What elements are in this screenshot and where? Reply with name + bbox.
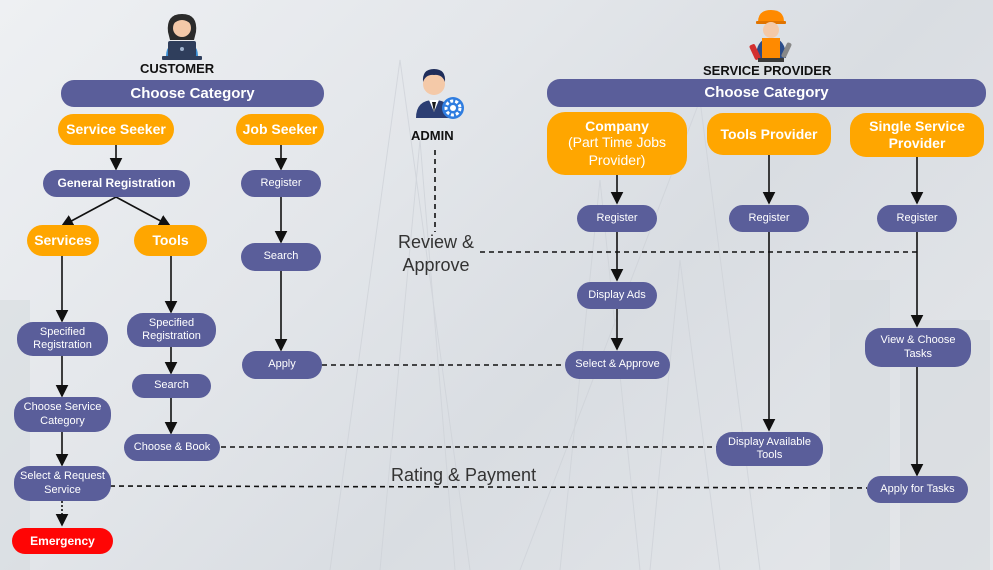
services-specified-registration-node: Specified Registration — [17, 322, 108, 356]
customer-choose-category: Choose Category — [61, 80, 324, 107]
display-available-tools-node: Display Available Tools — [716, 432, 823, 466]
view-choose-tasks-node: View & Choose Tasks — [865, 328, 971, 367]
tools-category: Tools — [134, 225, 207, 256]
job-search-node: Search — [241, 243, 321, 271]
single-provider-register-node: Register — [877, 205, 957, 232]
worker-with-tools-icon — [749, 10, 792, 62]
job-register-node: Register — [241, 170, 321, 197]
general-registration-node: General Registration — [43, 170, 190, 197]
choose-service-category-node: Choose Service Category — [14, 397, 111, 432]
company-category: Company (Part Time Jobs Provider) — [547, 112, 687, 175]
admin-gear-icon — [416, 69, 464, 119]
choose-book-node: Choose & Book — [124, 434, 220, 461]
company-title: Company — [585, 117, 649, 134]
rating-payment-label: Rating & Payment — [391, 465, 537, 485]
job-apply-node: Apply — [242, 351, 322, 379]
tools-provider-category: Tools Provider — [707, 113, 831, 155]
job-seeker-category: Job Seeker — [236, 114, 324, 145]
select-request-service-node: Select & Request Service — [14, 466, 111, 501]
customer-title: CUSTOMER — [140, 61, 215, 76]
review-approve-label: Review & Approve — [397, 232, 475, 275]
admin-title: ADMIN — [411, 128, 454, 143]
tools-search-node: Search — [132, 374, 211, 398]
woman-with-laptop-icon — [162, 14, 202, 60]
provider-title: SERVICE PROVIDER — [703, 63, 832, 78]
select-approve-node: Select & Approve — [565, 351, 670, 379]
emergency-node: Emergency — [12, 528, 113, 554]
company-register-node: Register — [577, 205, 657, 232]
tools-specified-registration-node: Specified Registration — [127, 313, 216, 347]
apply-for-tasks-node: Apply for Tasks — [867, 476, 968, 503]
display-ads-node: Display Ads — [577, 282, 657, 309]
company-subtitle: (Part Time Jobs Provider) — [567, 134, 667, 168]
services-category: Services — [27, 225, 99, 256]
provider-choose-category: Choose Category — [547, 79, 986, 107]
tools-provider-register-node: Register — [729, 205, 809, 232]
service-seeker-category: Service Seeker — [58, 114, 174, 145]
single-service-provider-category: Single Service Provider — [850, 113, 984, 157]
